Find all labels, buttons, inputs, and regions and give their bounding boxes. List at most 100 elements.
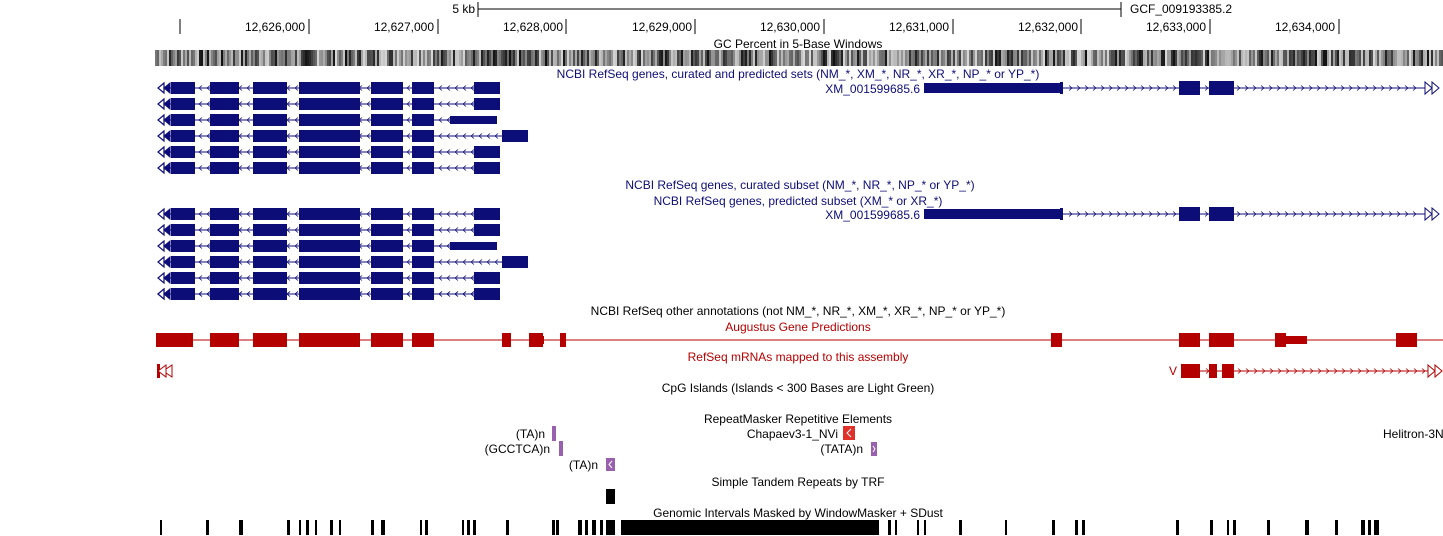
refseq-all-gene-label[interactable]: XM_001599685.6 xyxy=(825,82,920,96)
intron-arrow xyxy=(1172,85,1177,91)
gc-bar xyxy=(487,50,489,66)
repeat-label[interactable]: (TATA)n xyxy=(820,442,863,456)
intron-arrow xyxy=(318,85,323,91)
intron-arrow xyxy=(406,259,411,265)
intron-arrow xyxy=(246,101,251,107)
intron-arrow xyxy=(342,133,347,139)
intron-arrow xyxy=(198,243,203,249)
gc-bar xyxy=(887,50,889,66)
gc-bar xyxy=(717,50,719,66)
intron-arrow xyxy=(422,275,427,281)
gc-bar xyxy=(235,50,237,66)
gc-bar xyxy=(1421,50,1423,66)
intron-arrow xyxy=(406,117,411,123)
gc-bar xyxy=(1041,50,1043,66)
intron-arrow xyxy=(166,165,171,171)
intron-arrow xyxy=(318,259,323,265)
intron-arrow xyxy=(454,291,459,297)
intron-arrow xyxy=(398,133,403,139)
gc-bar xyxy=(379,50,381,66)
intron-arrow xyxy=(286,101,291,107)
intron-arrow xyxy=(166,243,171,249)
gc-bar xyxy=(805,50,807,66)
intron-arrow xyxy=(438,243,443,249)
strand-end-arrow xyxy=(163,97,171,111)
mask-interval xyxy=(1305,520,1309,535)
gc-bar xyxy=(209,50,211,66)
gc-bar xyxy=(361,50,363,66)
repeat-strand-arrow xyxy=(608,460,613,469)
exon xyxy=(171,98,195,110)
gc-bar xyxy=(425,50,427,66)
gc-bar xyxy=(1283,50,1285,66)
intron-arrow xyxy=(1236,85,1241,91)
exon xyxy=(1179,207,1200,221)
repeat-label[interactable]: (TA)n xyxy=(568,458,598,472)
intron-arrow xyxy=(206,117,211,123)
gc-bar xyxy=(165,50,167,66)
repeat-label[interactable]: Helitron-3N xyxy=(1383,427,1443,441)
gc-bar xyxy=(181,50,183,66)
exon xyxy=(412,208,434,220)
exon xyxy=(210,82,239,94)
tick-label: 12,634,000 xyxy=(1274,20,1335,34)
gc-bar xyxy=(683,50,685,66)
gc-bar xyxy=(269,50,271,66)
intron-arrow xyxy=(334,227,339,233)
exon xyxy=(1209,364,1217,378)
gc-bar xyxy=(279,50,281,66)
exon xyxy=(412,146,434,158)
intron-arrow xyxy=(294,291,299,297)
intron-arrow xyxy=(230,133,235,139)
intron-arrow xyxy=(462,101,467,107)
intron-arrow xyxy=(374,291,379,297)
gc-bar xyxy=(341,50,343,66)
intron-arrow xyxy=(1180,211,1185,217)
refseq-predicted-gene-label[interactable]: XM_001599685.6 xyxy=(825,208,920,222)
intron-arrow xyxy=(454,133,459,139)
gc-bar xyxy=(1035,50,1037,66)
gc-bar xyxy=(233,50,235,66)
augustus-gene-model[interactable] xyxy=(156,333,1443,347)
repeat-label[interactable]: Chapaev3-1_NVi xyxy=(746,427,838,441)
gc-bar xyxy=(1395,50,1397,66)
strand-end-arrow xyxy=(163,287,171,301)
intron-arrow xyxy=(382,211,387,217)
gc-bar xyxy=(287,50,289,66)
intron-arrow xyxy=(382,275,387,281)
gc-bar xyxy=(251,50,253,66)
intron-arrow xyxy=(166,149,171,155)
trf-elements[interactable] xyxy=(606,489,615,504)
refseq-mrna-model[interactable] xyxy=(157,363,1443,379)
windowmasker-intervals[interactable] xyxy=(160,520,1379,535)
intron-arrow xyxy=(390,227,395,233)
strand-end-arrow xyxy=(162,364,173,378)
mask-interval xyxy=(556,520,559,535)
intron-arrow xyxy=(422,133,427,139)
gc-bar xyxy=(315,50,317,66)
exon xyxy=(253,98,287,110)
intron-arrow xyxy=(446,117,451,123)
exon xyxy=(299,146,360,158)
intron-arrow xyxy=(486,291,491,297)
intron-arrow xyxy=(262,211,267,217)
intron-arrow xyxy=(286,165,291,171)
gc-bar xyxy=(399,50,401,66)
gc-bar xyxy=(1405,50,1407,66)
gc-bar xyxy=(833,50,835,66)
intron-arrow xyxy=(478,165,483,171)
intron-arrow xyxy=(1260,85,1265,91)
repeat-label[interactable]: (TA)n xyxy=(515,427,545,441)
intron-arrow xyxy=(406,291,411,297)
mask-interval xyxy=(381,520,385,535)
gc-bar xyxy=(427,50,429,66)
gc-bar xyxy=(1093,50,1095,66)
intron-arrow xyxy=(342,275,347,281)
intron-arrow xyxy=(374,117,379,123)
gc-bar xyxy=(871,50,873,66)
repeat-label[interactable]: (GCCTCA)n xyxy=(484,442,550,456)
refseq-curated-title: NCBI RefSeq genes, curated subset (NM_*,… xyxy=(625,178,975,192)
intron-arrow xyxy=(350,291,355,297)
intron-arrow xyxy=(302,211,307,217)
gc-bar xyxy=(903,50,905,66)
